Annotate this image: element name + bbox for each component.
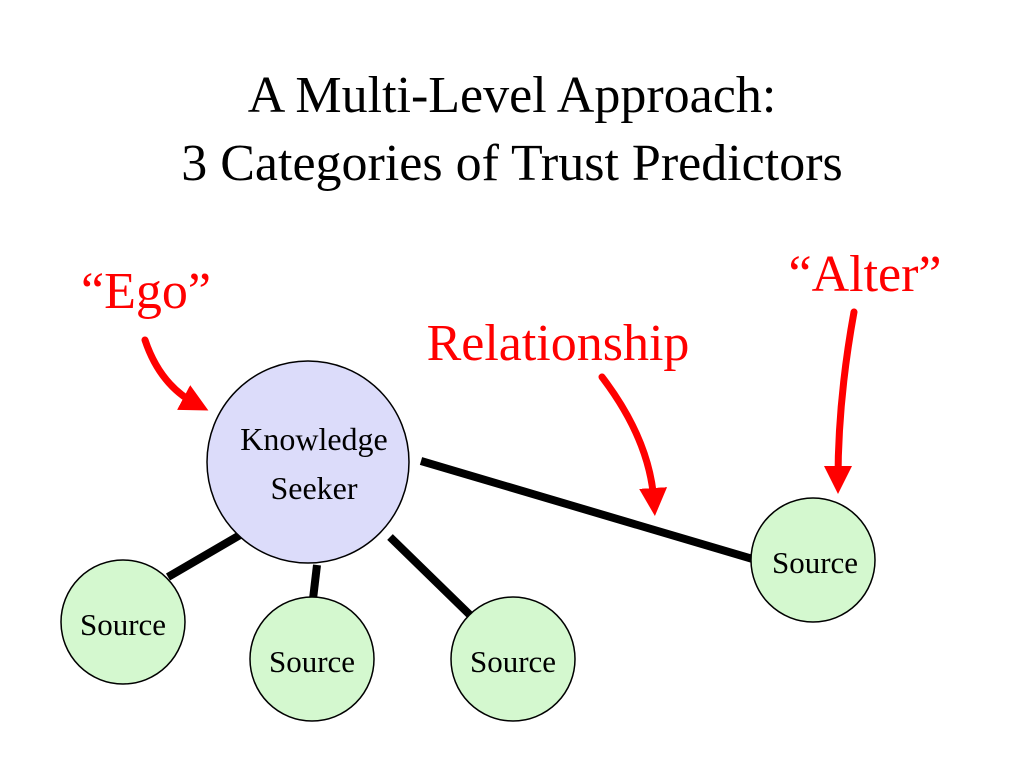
seeker-label-line-2: Seeker xyxy=(270,470,357,506)
knowledge-seeker-node xyxy=(206,360,410,564)
edge-seeker-to-source-right xyxy=(419,457,758,564)
source-label-middle-right: Source xyxy=(470,644,556,679)
relationship-annotation-label: Relationship xyxy=(427,315,690,372)
edge-seeker-to-source-left xyxy=(165,531,243,581)
slide-title: A Multi-Level Approach: 3 Categories of … xyxy=(0,62,1024,198)
alter-annotation-label: “Alter” xyxy=(788,246,941,303)
alter-arrow xyxy=(824,308,858,494)
source-node-left xyxy=(60,559,186,685)
relationship-arrow xyxy=(598,373,668,516)
source-node-middle-left xyxy=(249,596,375,722)
title-line-2: 3 Categories of Trust Predictors xyxy=(181,135,843,192)
edge-seeker-to-source-middle-right xyxy=(387,534,473,618)
title-line-1: A Multi-Level Approach: xyxy=(247,67,777,124)
ego-arrow xyxy=(141,336,209,411)
seeker-label-line-1: Knowledge xyxy=(240,421,388,457)
ego-annotation-label: “Ego” xyxy=(81,263,211,320)
source-label-right: Source xyxy=(772,545,858,580)
edge-seeker-to-source-middle-left xyxy=(309,564,321,600)
source-node-right xyxy=(750,497,876,623)
source-label-left: Source xyxy=(80,607,166,642)
source-node-middle-right xyxy=(450,596,576,722)
source-label-middle-left: Source xyxy=(269,644,355,679)
